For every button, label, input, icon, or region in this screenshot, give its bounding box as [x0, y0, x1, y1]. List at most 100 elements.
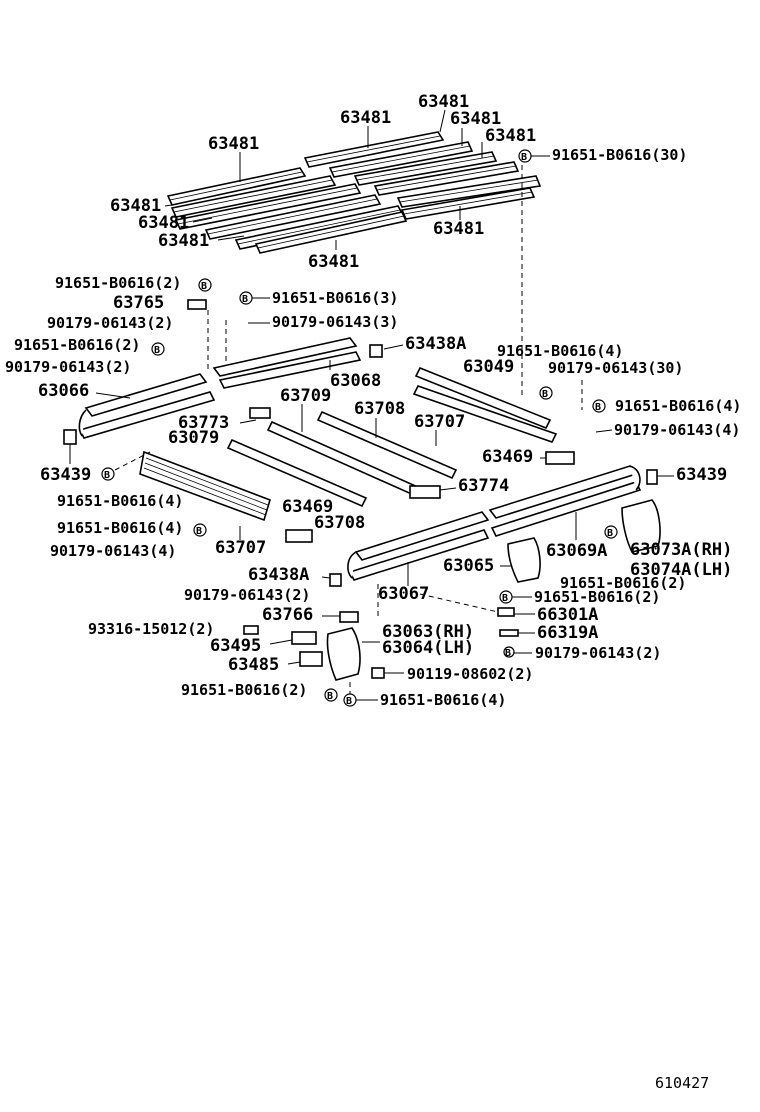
- svg-text:B: B: [346, 696, 352, 707]
- bracket-66301a: [497, 607, 515, 617]
- label-63708-b: 63708: [314, 513, 365, 533]
- clip-63439-left: [63, 429, 77, 445]
- bracket-63485: [299, 651, 323, 667]
- label-63481-2: 63481: [340, 108, 391, 128]
- label-91651-b0616-2-a: 91651-B0616(2): [55, 274, 181, 292]
- b-bolt-icon: B: [499, 590, 513, 604]
- label-90179-06143-30: 90179-06143(30): [548, 359, 683, 377]
- b-bolt-icon: B: [101, 467, 115, 481]
- bracket-63708: [285, 529, 313, 543]
- b-bolt-icon: B: [343, 693, 357, 707]
- label-91651-b0616-4-d: 91651-B0616(4): [57, 519, 183, 537]
- rail-63709: [266, 420, 422, 498]
- rail-63049: [412, 366, 558, 443]
- svg-text:B: B: [327, 691, 333, 702]
- svg-text:B: B: [542, 389, 548, 400]
- rail-63066: [78, 373, 216, 439]
- pad-63495: [291, 631, 317, 645]
- clip-63438a-lower: [329, 573, 342, 587]
- label-91651-b0616-2-e: 91651-B0616(2): [181, 681, 307, 699]
- label-63066: 63066: [38, 381, 89, 401]
- label-91651-b0616-4-b: 91651-B0616(4): [615, 397, 741, 415]
- b-bolt-icon: B: [198, 278, 212, 292]
- rail-63707: [226, 438, 368, 508]
- b-bolt-icon: B: [592, 399, 606, 413]
- bracket-63765: [187, 299, 207, 310]
- label-63481-9: 63481: [433, 219, 484, 239]
- label-91651-b0616-4-c: 91651-B0616(4): [57, 492, 183, 510]
- svg-text:B: B: [196, 526, 202, 537]
- bracket-63766: [339, 611, 359, 623]
- label-63439-b: 63439: [676, 465, 727, 485]
- label-63481-3: 63481: [450, 109, 501, 129]
- b-bolt-icon: B: [324, 688, 338, 702]
- label-91651-b0616-2-b: 91651-B0616(2): [14, 336, 140, 354]
- label-63063-rh: 63063(RH): [382, 622, 474, 642]
- b-bolt-icon: B: [193, 523, 207, 537]
- label-63481-8: 63481: [158, 231, 209, 251]
- bracket-63773: [249, 407, 271, 419]
- label-66301a: 66301A: [537, 605, 598, 625]
- label-63481-10: 63481: [308, 252, 359, 272]
- drawing-id: 610427: [655, 1074, 710, 1092]
- rail-63068: [212, 337, 362, 389]
- end-cap-63469: [545, 451, 575, 465]
- label-63765: 63765: [113, 293, 164, 313]
- b-bolt-icon: B: [151, 342, 165, 356]
- bracket-63774: [409, 485, 441, 499]
- label-90179-06143-3: 90179-06143(3): [272, 313, 398, 331]
- svg-text:B: B: [607, 528, 613, 539]
- label-63438a-a: 63438A: [405, 334, 466, 354]
- bracket-66319a: [499, 629, 519, 637]
- b-bolt-icon: B: [239, 291, 253, 305]
- label-66319a: 66319A: [537, 623, 598, 643]
- label-63707-a: 63707: [414, 412, 465, 432]
- label-63485: 63485: [228, 655, 279, 675]
- svg-text:B: B: [242, 294, 248, 305]
- label-90179-06143-2-d: 90179-06143(2): [535, 644, 661, 662]
- clip-63438a: [369, 344, 383, 358]
- label-90179-06143-4-b: 90179-06143(4): [50, 542, 176, 560]
- svg-text:B: B: [521, 152, 527, 163]
- label-63774: 63774: [458, 476, 509, 496]
- label-63074a: 63074A(LH): [630, 560, 732, 580]
- b-bolt-icon: B: [539, 386, 553, 400]
- label-63709: 63709: [280, 386, 331, 406]
- b-bolt-icon: B: [503, 646, 515, 659]
- mudguard-63073a: [621, 499, 661, 553]
- label-63481-1: 63481: [418, 92, 469, 112]
- label-93316-15012-2: 93316-15012(2): [88, 620, 214, 638]
- label-90179-06143-2-b: 90179-06143(2): [5, 358, 131, 376]
- label-63707-b: 63707: [215, 538, 266, 558]
- bolt-90119: [371, 667, 385, 679]
- label-90179-06143-2-c: 90179-06143(2): [184, 586, 310, 604]
- label-63773: 63773: [178, 413, 229, 433]
- svg-text:B: B: [502, 593, 508, 604]
- floor-strip-labels: 63481 63481 63481 63481 63481 63481 6348…: [110, 92, 536, 272]
- clip-63439-right: [646, 469, 658, 485]
- floor-strip-leaders: [164, 109, 483, 250]
- mudguard-63065: [507, 537, 541, 583]
- label-63766: 63766: [262, 605, 313, 625]
- label-63708-a: 63708: [354, 399, 405, 419]
- svg-text:B: B: [104, 470, 110, 481]
- floor-strip-assembly: [166, 131, 542, 254]
- label-91651-b0616-30: 91651-B0616(30): [552, 146, 687, 164]
- label-91651-b0616-2-c: 91651-B0616(2): [560, 574, 686, 592]
- label-63073a: 63073A(RH): [630, 540, 732, 560]
- label-63481-4: 63481: [485, 126, 536, 146]
- label-91651-b0616-3: 91651-B0616(3): [272, 289, 398, 307]
- b-bolt-icon: B: [604, 525, 618, 539]
- label-91651-b0616-4-e: 91651-B0616(4): [380, 691, 506, 709]
- bolt-93316: [243, 625, 259, 635]
- label-91651-b0616-4-a: 91651-B0616(4): [497, 342, 623, 360]
- label-63438a-b: 63438A: [248, 565, 309, 585]
- label-63068: 63068: [330, 371, 381, 391]
- label-63065: 63065: [443, 556, 494, 576]
- rail-63069a: [488, 465, 642, 537]
- label-63079: 63079: [168, 428, 219, 448]
- label-63069a: 63069A: [546, 541, 607, 561]
- label-63439-a: 63439: [40, 465, 91, 485]
- label-63481-5: 63481: [208, 134, 259, 154]
